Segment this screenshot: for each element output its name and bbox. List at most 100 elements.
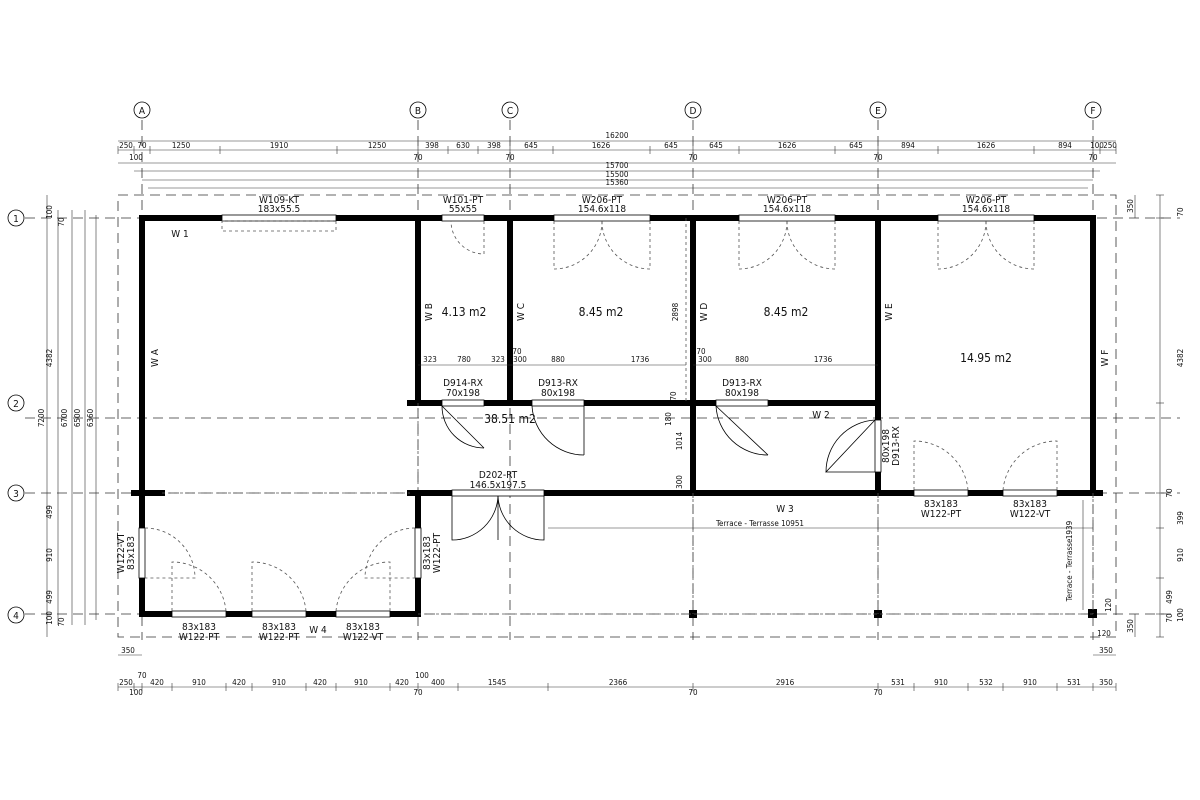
dim-top-13: 645 [849,141,863,150]
dim-15500: 15500 [606,170,629,179]
w206c-size: 154.6x118 [962,204,1011,215]
wall-tag-4: W 4 [309,625,327,636]
wall-tag-1: W 1 [171,229,188,240]
dim-1736-c: 1736 [631,355,650,364]
dim-top2-3: 70 [688,153,698,162]
dim-bot-12: 531 [891,678,905,687]
dim-left-total-3: 6360 [86,408,95,427]
w122g-size: 83x183 [346,622,380,633]
dim-bot-3: 420 [232,678,246,687]
dim-bot-14: 532 [979,678,993,687]
dim-top-8: 645 [524,141,538,150]
dim-left-4: 910 [45,548,54,562]
dim-bot-13: 910 [934,678,948,687]
dim-left-total-0: 7200 [37,408,46,427]
dim-120-v: 120 [1104,598,1113,612]
dim-right-2: 70 [1165,488,1174,498]
terrace-labels: Terrace - Terrasse 10951 Terrace - Terra… [715,519,1074,602]
dim-300-d: 300 [698,355,712,364]
wall-tag-d: W D [699,303,710,322]
dim-bot-9: 1545 [488,678,506,687]
w122c-size: 83x183 [126,536,137,570]
terrace-long-label: Terrace - Terrasse 10951 [715,519,804,528]
dim-left-1: 70 [57,217,66,227]
dim-top2-1: 70 [413,153,423,162]
w109-size: 183x55.5 [258,204,301,215]
w122a-code: W122-PT [921,509,962,520]
d913b-code: D913-RX [722,378,762,389]
area-room-e: 14.95 m2 [960,351,1012,365]
wall-tag-2: W 2 [812,410,829,421]
axis-label-2: 2 [13,399,19,410]
area-room-d: 8.45 m2 [764,305,809,319]
dim-bot2-0: 70 [137,671,147,680]
w122a-size: 83x183 [924,499,958,510]
dim-bot-2: 910 [192,678,206,687]
dim-top-2: 1250 [172,141,191,150]
dim-top-12: 1626 [778,141,797,150]
axis-label-1: 1 [13,214,19,225]
w122e-size: 83x183 [182,622,216,633]
axis-label-3: 3 [13,489,19,500]
d913a-size: 80x198 [541,388,575,399]
dim-right-350-top: 350 [1126,199,1135,213]
w122f-size: 83x183 [262,622,296,633]
dim-70-c: 70 [512,347,522,356]
dim-right-350-bottom: 350 [1126,619,1135,633]
dim-top-7: 398 [487,141,501,150]
wall-tag-b: W B [424,303,435,321]
dim-top2-4: 70 [873,153,883,162]
dim-bot-16: 531 [1067,678,1081,687]
dim-120-h: 120 [1097,629,1111,638]
dim-left-5: 499 [45,590,54,604]
w206a-size: 154.6x118 [578,204,627,215]
w122e-code: W122-PT [179,632,220,643]
dim-top-14: 894 [901,141,915,150]
dim-bot-1: 420 [150,678,164,687]
dim-bot-10: 2366 [609,678,628,687]
dim-bot-11: 2916 [776,678,795,687]
w206b-size: 154.6x118 [763,204,812,215]
wall-tag-a: W A [150,348,161,367]
dim-right-6: 100 [1176,608,1185,622]
dim-top-11: 645 [709,141,723,150]
dim-bot-8: 400 [431,678,445,687]
dim-70-d: 70 [696,347,706,356]
dim-left-6: 100 [45,611,54,625]
dim-right-0: 70 [1176,207,1185,217]
terrace-short-label: Terrace - Terrasse [1065,538,1074,602]
dim-bot2-5: 70 [873,688,883,697]
dim-right-4: 910 [1176,548,1185,562]
dim-top-3: 1910 [270,141,289,150]
d914-code: D914-RX [443,378,483,389]
room-areas: 4.13 m2 8.45 m2 8.45 m2 14.95 m2 38.51 m… [442,305,1012,426]
wall-tag-3: W 3 [776,504,793,515]
dim-left-3: 499 [45,505,54,519]
d202-code: D202-RT [479,470,518,481]
dim-2898: 2898 [671,302,680,321]
dim-left-2: 4382 [45,349,54,367]
dim-1736-d: 1736 [814,355,833,364]
area-hall: 38.51 m2 [484,412,536,426]
w122b-size: 83x183 [1013,499,1047,510]
dim-top-9: 1626 [592,141,611,150]
w206b-code: W206-PT [767,195,808,206]
w122g-code: W122-VT [343,632,384,643]
dim-15700: 15700 [606,161,629,170]
dim-bot-4: 910 [272,678,286,687]
dim-bot2-4: 70 [688,688,698,697]
w122d-size: 83x183 [422,536,433,570]
dim-right-1: 4382 [1176,349,1185,367]
dim-180: 180 [664,412,673,426]
dim-bot-15: 910 [1023,678,1037,687]
dim-323-b: 323 [491,355,505,364]
dim-top-18: 250 [1103,141,1117,150]
dim-bot-6: 910 [354,678,368,687]
dim-70-v: 70 [669,391,678,401]
dim-350-right: 350 [1099,646,1113,655]
